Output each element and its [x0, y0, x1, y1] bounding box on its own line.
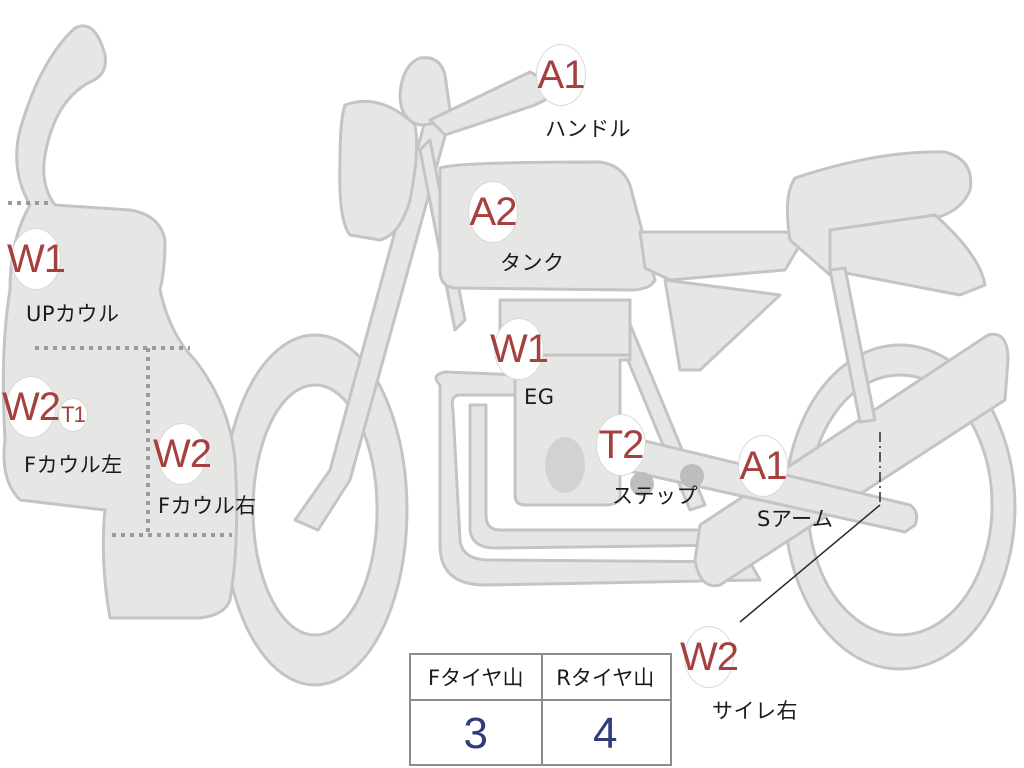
swing-arm-label: Sアーム [757, 507, 834, 531]
mirror [398, 56, 452, 127]
handle-code-badge: A1 [536, 44, 586, 106]
seat-tail [828, 213, 987, 297]
step-peg-2 [680, 464, 704, 488]
f-cowl-right-label: Fカウル右 [158, 494, 257, 518]
rear-tire-header: Rタイヤ山 [540, 655, 670, 701]
step-label: ステップ [612, 484, 698, 508]
rear-cowl-lower [663, 278, 782, 372]
tire-tread-table: Fタイヤ山 Rタイヤ山 3 4 [409, 653, 672, 766]
table-divider [541, 655, 543, 764]
rear-tire-value: 4 [593, 708, 618, 758]
tank-code-badge: A2 [468, 181, 518, 243]
handle-label: ハンドル [545, 117, 631, 141]
f-cowl-right-code-badge: W2 [153, 423, 212, 485]
handle-bar [428, 70, 547, 137]
step-peg [630, 472, 654, 496]
rear-wheel [783, 343, 1017, 671]
engine-label: EG [524, 385, 555, 409]
muffler [693, 332, 1010, 588]
f-cowl-left-code-badge: W2 [2, 376, 61, 438]
f-cowl-left-code2-badge: T1 [58, 398, 88, 432]
side-cover [638, 230, 800, 282]
engine-code-badge: W1 [490, 318, 549, 380]
f-cowl-left-label: Fカウル左 [24, 453, 123, 477]
swing-arm-code-badge: A1 [738, 435, 788, 497]
headlight [338, 99, 419, 242]
rear-shock [828, 266, 877, 424]
up-cowl-code-badge: W1 [7, 228, 66, 290]
tank-label: タンク [500, 251, 565, 275]
engine-cover [545, 437, 585, 493]
silencer-right-code-badge: W2 [680, 626, 739, 688]
leader-line-diagonal [739, 504, 881, 623]
front-tire-value: 3 [463, 708, 488, 758]
silencer-right-label: サイレ右 [712, 699, 798, 723]
front-tire-header: Fタイヤ山 [411, 655, 541, 701]
step-code-badge: T2 [596, 414, 646, 476]
up-cowl-label: UPカウル [26, 302, 120, 326]
